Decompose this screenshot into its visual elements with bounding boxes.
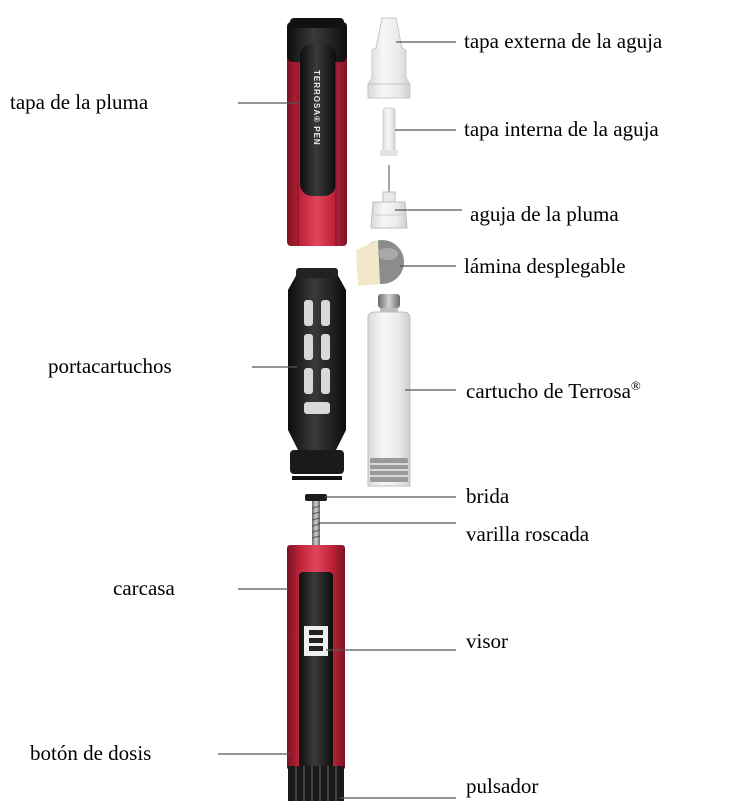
label-pen-cap: tapa de la pluma [10, 90, 149, 114]
label-plunger: pulsador [466, 774, 539, 798]
label-viewer: visor [466, 629, 508, 653]
cartridge-part [367, 294, 411, 487]
label-housing: carcasa [113, 576, 175, 600]
pen-needle-part [370, 165, 408, 229]
label-threaded-rod: varilla roscada [466, 522, 590, 546]
cartridge-holder [288, 268, 346, 480]
label-pen-needle: aguja de la pluma [470, 202, 619, 226]
pen-cap-imprint: TERROSA® PEN [312, 70, 321, 146]
threaded-rod-part [305, 494, 327, 545]
label-cartridge-holder: portacartuchos [48, 354, 172, 378]
peel-tab-part [356, 240, 404, 286]
label-flange: brida [466, 484, 510, 508]
label-outer-needle-cap: tapa externa de la aguja [464, 29, 663, 53]
label-inner-needle-cap: tapa interna de la aguja [464, 117, 659, 141]
label-cartridge-text: cartucho de Terrosa [466, 379, 631, 403]
registered-mark: ® [630, 378, 641, 393]
pen-cap [287, 18, 347, 246]
housing-part [287, 545, 345, 770]
inner-needle-cap [380, 107, 398, 156]
label-cartridge: cartucho de Terrosa® [466, 379, 641, 402]
label-peel-tab: lámina desplegable [464, 254, 626, 278]
leader-lines [218, 41, 462, 799]
dose-button-part [288, 766, 344, 801]
outer-needle-cap [367, 17, 411, 99]
label-dose-button: botón de dosis [30, 741, 152, 765]
